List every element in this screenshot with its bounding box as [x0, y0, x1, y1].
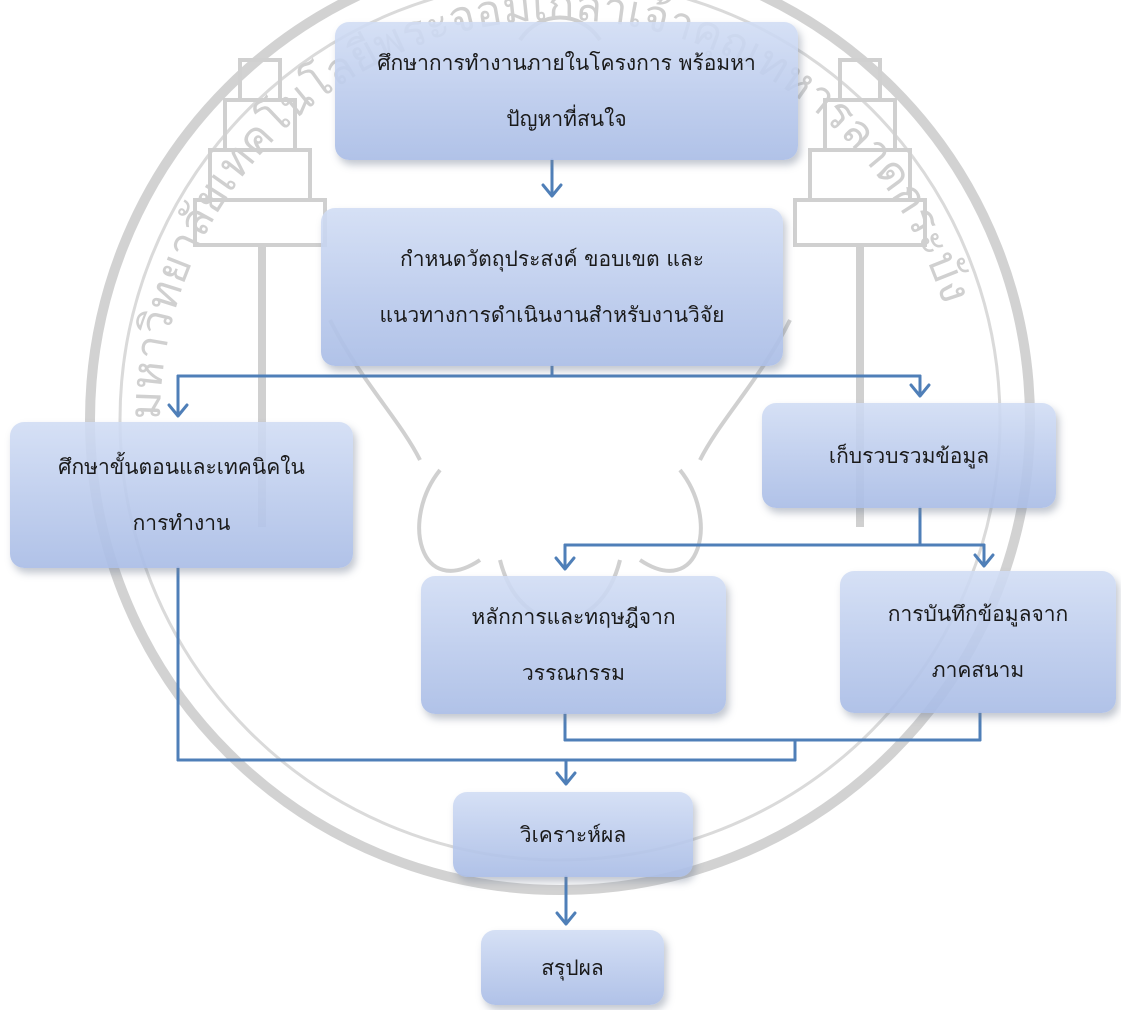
node-analyze: วิเคราะห์ผล	[453, 792, 693, 877]
node-study-project-line2: ปัญหาที่สนใจ	[506, 107, 627, 131]
node-study-steps-line1: ศึกษาขั้นตอนและเทคนิคใน	[58, 455, 305, 479]
arrowhead-conclude	[555, 911, 577, 926]
node-study-steps-line2: การทำงาน	[132, 511, 231, 535]
node-define-scope: กำหนดวัตถุประสงค์ ขอบเขต และ แนวทางการดำ…	[321, 208, 783, 366]
node-define-scope-line2: แนวทางการดำเนินงานสำหรับงานวิจัย	[379, 303, 725, 327]
node-conclude-line1: สรุปผล	[541, 955, 604, 980]
arrowhead-analyze	[555, 771, 577, 786]
node-study-project: ศึกษาการทำงานภายในโครงการ พร้อมหา ปัญหาท…	[335, 22, 798, 160]
node-field-record-line1: การบันทึกข้อมูลจาก	[887, 602, 1069, 626]
node-principles-line2: วรรณกรรม	[522, 661, 625, 685]
node-collect-data-line1: เก็บรวบรวมข้อมูล	[828, 443, 990, 468]
node-conclude: สรุปผล	[481, 930, 664, 1005]
node-collect-data: เก็บรวบรวมข้อมูล	[762, 403, 1056, 508]
arrowhead-study-steps	[167, 403, 189, 418]
node-define-scope-line1: กำหนดวัตถุประสงค์ ขอบเขต และ	[400, 247, 704, 271]
arrowhead-field	[973, 553, 995, 568]
arrowhead-define	[541, 183, 563, 198]
arrowhead-principles	[554, 556, 576, 571]
node-field-record: การบันทึกข้อมูลจาก ภาคสนาม	[840, 571, 1116, 713]
node-study-steps: ศึกษาขั้นตอนและเทคนิคใน การทำงาน	[10, 422, 353, 568]
node-principles: หลักการและทฤษฎีจาก วรรณกรรม	[421, 576, 726, 714]
node-study-project-line1: ศึกษาการทำงานภายในโครงการ พร้อมหา	[377, 51, 756, 75]
node-principles-line1: หลักการและทฤษฎีจาก	[471, 605, 676, 629]
node-analyze-line1: วิเคราะห์ผล	[519, 822, 627, 847]
arrowhead-collect	[909, 383, 931, 398]
node-field-record-line2: ภาคสนาม	[931, 658, 1025, 682]
